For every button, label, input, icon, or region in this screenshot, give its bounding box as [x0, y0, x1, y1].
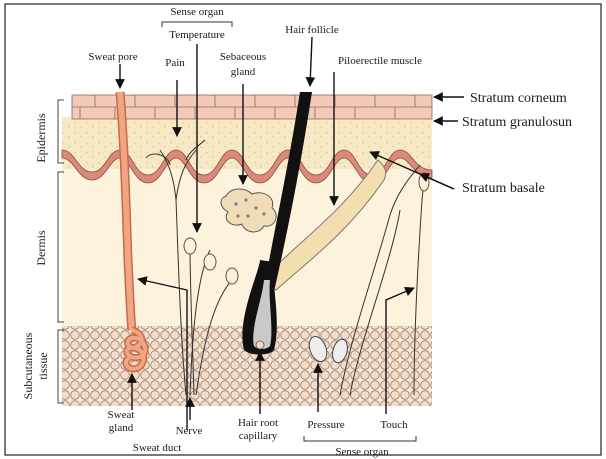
label-subcutaneous-2: tissue: [36, 352, 50, 379]
label-sebaceous-2: gland: [231, 66, 256, 78]
label-hair-root-1: Hair root: [238, 417, 278, 429]
label-sebaceous-1: Sebaceous: [220, 51, 266, 63]
stratum-granulosum-layer: [62, 117, 432, 169]
label-piloerectile-muscle: Piloerectile muscle: [338, 55, 422, 67]
label-epidermis: Epidermis: [34, 113, 48, 163]
label-sense-organ-top: Sense organ: [170, 6, 224, 18]
hair-root-capillary: [256, 341, 264, 349]
label-hair-follicle: Hair follicle: [285, 24, 339, 36]
label-sense-organ-bottom: Sense organ: [335, 446, 389, 458]
label-stratum-granulosum: Stratum granulosun: [462, 115, 572, 130]
label-subcutaneous-1: Subcutaneous: [21, 332, 35, 399]
label-sweat-gland-1: Sweat: [108, 409, 135, 421]
label-dermis: Dermis: [34, 230, 48, 266]
label-stratum-corneum: Stratum corneum: [470, 91, 567, 106]
label-hair-root-2: capillary: [239, 430, 278, 442]
label-pain: Pain: [165, 57, 185, 69]
label-sweat-duct: Sweat duct: [133, 442, 182, 454]
label-nerve: Nerve: [176, 425, 203, 437]
label-pressure: Pressure: [307, 419, 344, 431]
label-sweat-pore: Sweat pore: [88, 51, 137, 63]
label-temperature: Temperature: [169, 29, 225, 41]
label-stratum-basale: Stratum basale: [462, 181, 545, 196]
label-touch: Touch: [380, 419, 408, 431]
label-sweat-gland-2: gland: [109, 422, 134, 434]
